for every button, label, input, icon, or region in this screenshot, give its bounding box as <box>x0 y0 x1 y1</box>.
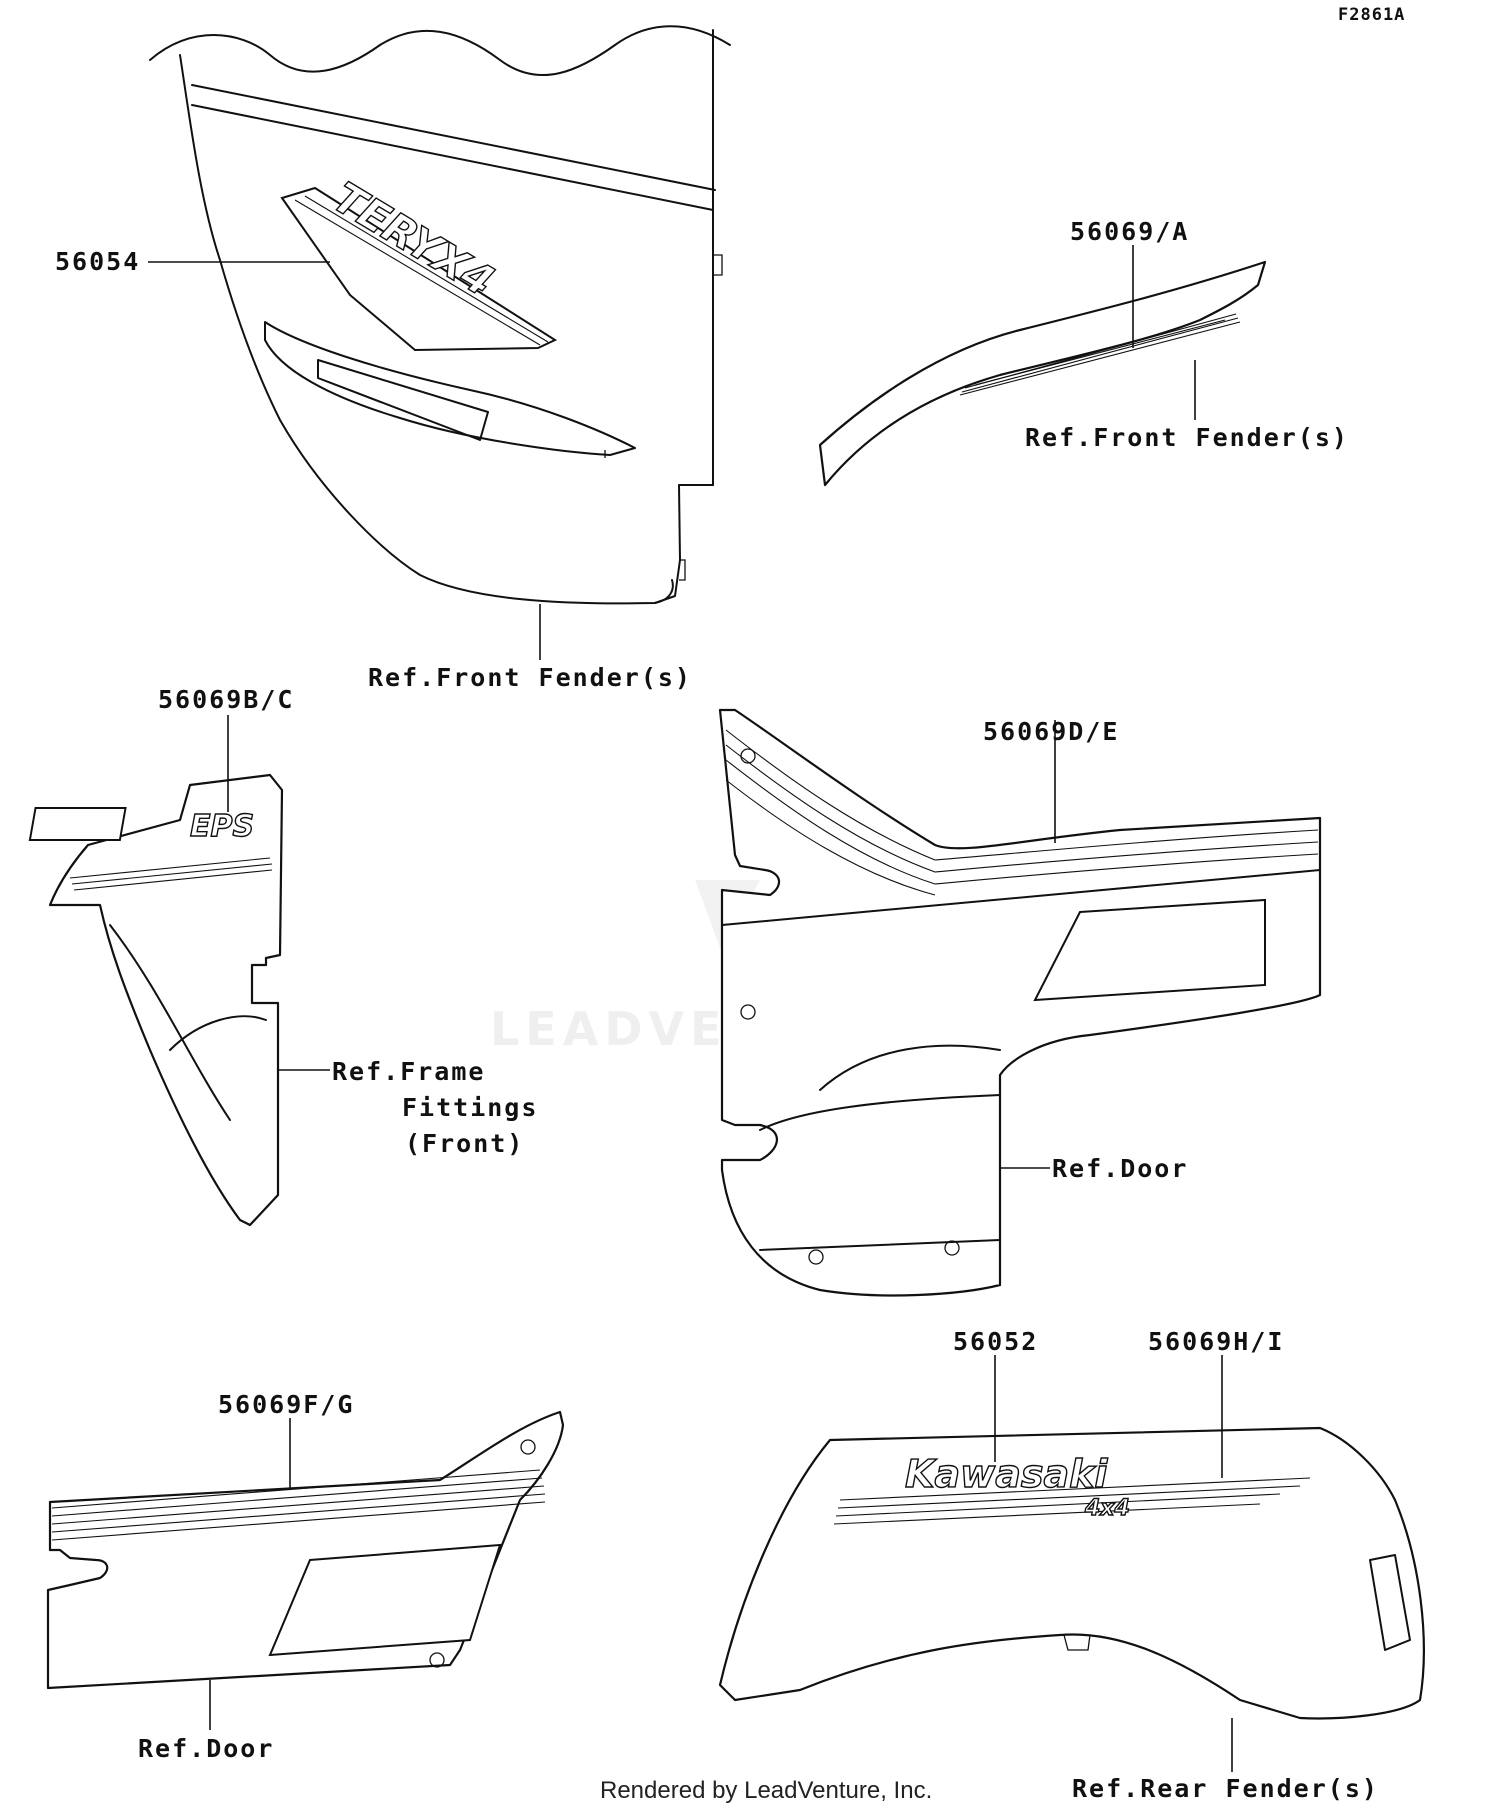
ref-frame-line3: (Front) <box>405 1129 524 1158</box>
ref-rear-fender: Ref.Rear Fender(s) <box>1072 1774 1379 1803</box>
callout-56052: 56052 <box>953 1327 1038 1356</box>
front-fender-strip-right: 56069/A Ref.Front Fender(s) <box>818 217 1349 487</box>
ref-front-fender-2: Ref.Front Fender(s) <box>1025 423 1349 452</box>
svg-text:EPS: EPS <box>190 809 254 844</box>
ref-door-2: Ref.Door <box>138 1734 274 1763</box>
rendered-by-footer: Rendered by LeadVenture, Inc. <box>600 1777 932 1804</box>
callout-56069de: 56069D/E <box>983 717 1119 746</box>
rear-fender-right: Kawasaki 4x4 56052 56069H/I Ref.Rear Fen… <box>718 1327 1425 1803</box>
ref-frame-line1: Ref.Frame <box>332 1057 485 1086</box>
ref-frame-line2: Fittings <box>402 1093 538 1122</box>
callout-56069hi: 56069H/I <box>1148 1327 1284 1356</box>
door-panel-left: 56069F/G Ref.Door <box>46 1390 565 1763</box>
drawing-code: F2861A <box>1338 5 1405 25</box>
frame-fitting-left: EPS 56069B/C Ref.Frame Fittings (Front) <box>28 685 538 1227</box>
svg-text:Kawasaki: Kawasaki <box>905 1452 1108 1496</box>
ref-door-1: Ref.Door <box>1052 1154 1188 1183</box>
door-panel-right: 56069D/E Ref.Door <box>718 708 1322 1297</box>
kawasaki-decal: Kawasaki 4x4 <box>904 1451 1130 1521</box>
callout-56069bc: 56069B/C <box>158 685 294 714</box>
eps-decal: EPS <box>28 807 255 845</box>
svg-text:4x4: 4x4 <box>1084 1496 1130 1521</box>
callout-56069fg: 56069F/G <box>218 1390 354 1419</box>
callout-56054: 56054 <box>55 247 140 276</box>
front-fender-upper-left: TERYX4 56054 Ref.Front Fender(s) <box>55 25 731 692</box>
callout-56069-a: 56069/A <box>1070 217 1189 246</box>
ref-front-fender-1: Ref.Front Fender(s) <box>368 663 692 692</box>
